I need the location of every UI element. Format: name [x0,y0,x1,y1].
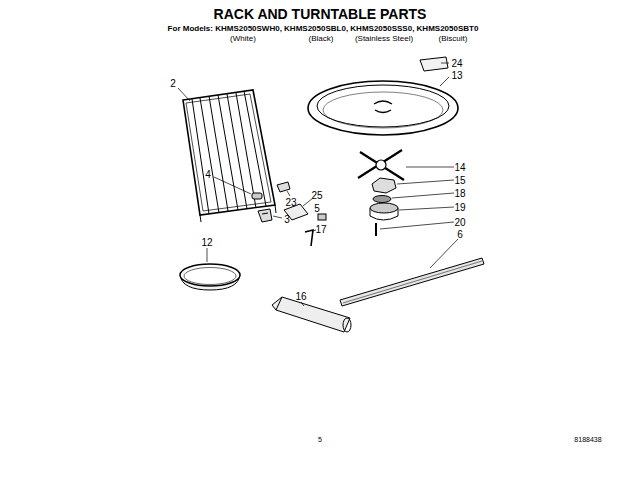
document-number: 8188438 [574,436,601,444]
callout-number: 23 [285,197,296,208]
stud [252,193,262,199]
fastener [318,214,326,220]
callout-number: 18 [454,188,465,199]
turntable-glass [308,81,458,135]
callout-number: 16 [295,291,306,302]
callout-number: 25 [311,190,322,201]
callout-number: 17 [315,224,326,235]
motor [370,203,398,220]
washer [373,196,391,203]
handle [272,297,351,332]
callout-number: 19 [454,202,465,213]
callout-number: 3 [284,214,290,225]
rod [305,230,313,246]
color-note: (White) [230,35,256,44]
callout-number: 20 [454,217,465,228]
callout-number: 12 [201,237,212,248]
callout-number: 6 [457,229,463,240]
color-note: (Black) [309,35,334,44]
trim-strip [340,258,484,306]
color-note: (Stainless Steel) [355,35,413,44]
roller-support [358,150,404,180]
model-list: For Models: KHMS2050SWH0, KHMS2050SBL0, … [168,25,479,34]
wire-rack [183,90,276,222]
leader-line [178,88,190,101]
color-note: (Biscuit) [439,35,468,44]
page-title: RACK AND TURNTABLE PARTS [214,7,427,22]
bracket [258,209,272,222]
callout-number: 14 [454,162,465,173]
crisper-pan [180,264,240,290]
callout-number: 2 [170,78,176,89]
callout-number: 5 [314,203,320,214]
page-number: 5 [318,436,322,444]
pad [420,57,448,71]
coupler [372,178,396,193]
callout-number: 24 [451,58,462,69]
callout-number: 4 [205,169,211,180]
clip [277,182,290,192]
callout-number: 13 [451,70,462,81]
callout-number: 15 [454,175,465,186]
